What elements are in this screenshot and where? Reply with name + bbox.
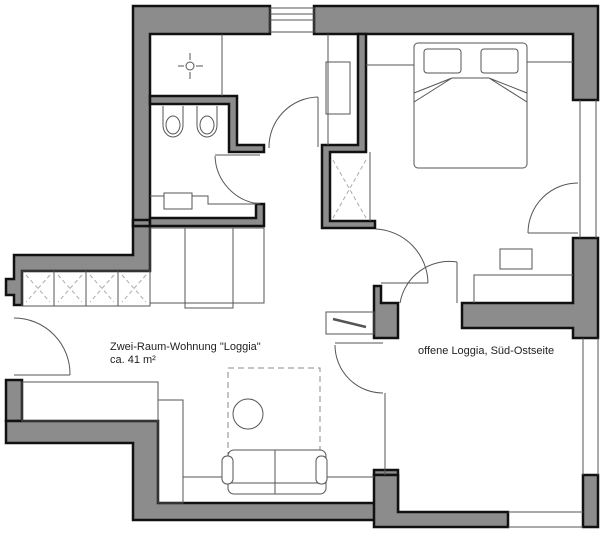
apartment-area: ca. 41 m² [110,354,156,366]
nightstand [499,248,533,270]
apartment-title: Zwei-Raum-Wohnung "Loggia" [110,341,261,353]
hall [268,34,351,149]
walls [4,4,600,529]
bidet-icon [196,106,218,138]
bathroom-door [214,155,261,205]
wall-bottom-left [4,419,400,522]
wall-right-bottom [581,473,600,529]
wall-right-pillar [460,236,600,340]
tv-desk [325,311,375,335]
bedroom-door [375,228,429,284]
wall-loggia-bottom [372,473,510,529]
bedroom [366,42,579,304]
bathroom [150,106,261,210]
wall-left-kitchen [4,224,152,307]
entrance-door [13,317,71,376]
toilet-icon [162,106,184,138]
living-loggia-door [334,344,384,394]
loggia-label: offene Loggia, Süd-Ostseite [418,345,555,357]
kitchen-island [184,227,234,309]
living-room [21,311,386,504]
kitchen [13,227,265,376]
ceiling-light-icon [178,53,203,79]
bedroom-loggia-door [527,182,579,234]
wall-kitchen-top [131,218,152,228]
round-table-icon [232,398,264,430]
cooktop-icon [25,274,147,303]
utility-room [178,34,223,96]
wardrobe [325,61,351,115]
wall-top-left [131,4,272,228]
double-bed-icon [413,42,528,169]
windows [269,7,599,528]
wall-top-right [312,4,600,102]
utility-door [268,96,319,149]
shower [332,152,371,221]
sofa-icon [183,449,374,495]
washbasin-icon [150,192,256,210]
wall-bedroom-left [320,32,377,230]
desk [473,274,573,303]
wall-left-lower-stub [4,378,24,423]
wall-bathroom-top [148,94,266,154]
wall-loggia-pillar [372,284,400,340]
wall-bathroom-bottom [148,202,266,228]
